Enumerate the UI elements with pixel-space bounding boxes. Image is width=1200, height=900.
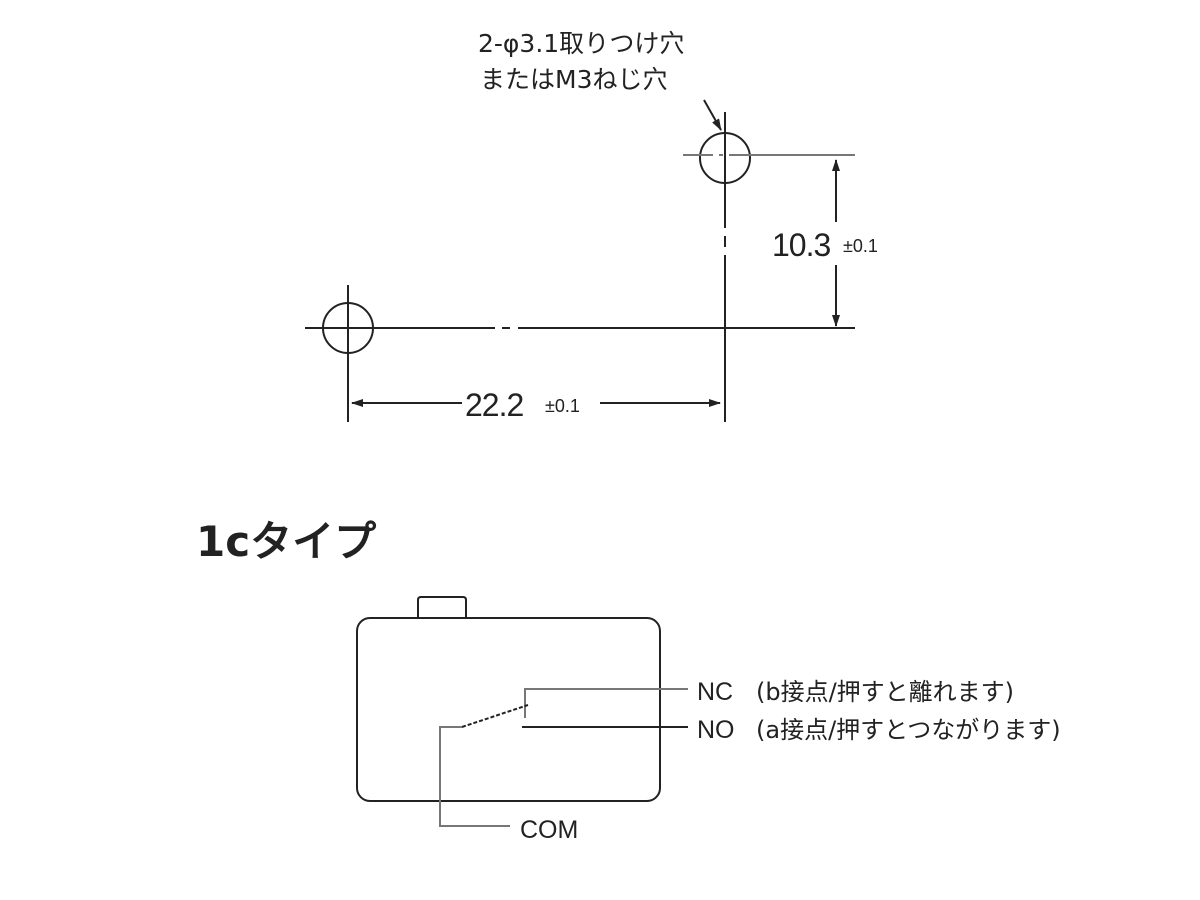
switch-contact-arm	[461, 704, 529, 728]
no-description: (a接点/押すとつながります)	[756, 716, 1061, 744]
circuit-title: 1cタイプ	[196, 517, 376, 566]
leader-arrow	[703, 99, 722, 131]
com-label: COM	[520, 816, 578, 844]
no-label: NO	[697, 716, 735, 744]
dim-vertical-tolerance: ±0.1	[843, 236, 878, 256]
mounting-hole-drawing: 2-φ3.1取りつけ穴 またはM3ねじ穴 10.3 ±0.1 22.2 ±0.1	[305, 29, 878, 423]
nc-wire	[524, 688, 688, 718]
dim-vertical-value: 10.3	[772, 227, 830, 263]
actuator-tab	[417, 596, 467, 619]
circuit-diagram: 1cタイプ NC (b接点/押すと離れます) NO (a接点/押すとつながります…	[196, 517, 1061, 844]
dim-horizontal-value: 22.2	[465, 387, 523, 423]
nc-label: NC	[697, 678, 733, 706]
switch-body	[356, 617, 661, 802]
com-wire	[439, 726, 510, 827]
dim-horizontal-tolerance: ±0.1	[545, 396, 580, 416]
hole-label-line2: またはM3ねじ穴	[480, 65, 667, 94]
nc-description: (b接点/押すと離れます)	[756, 678, 1014, 706]
hole-label-line1: 2-φ3.1取りつけ穴	[478, 29, 684, 58]
